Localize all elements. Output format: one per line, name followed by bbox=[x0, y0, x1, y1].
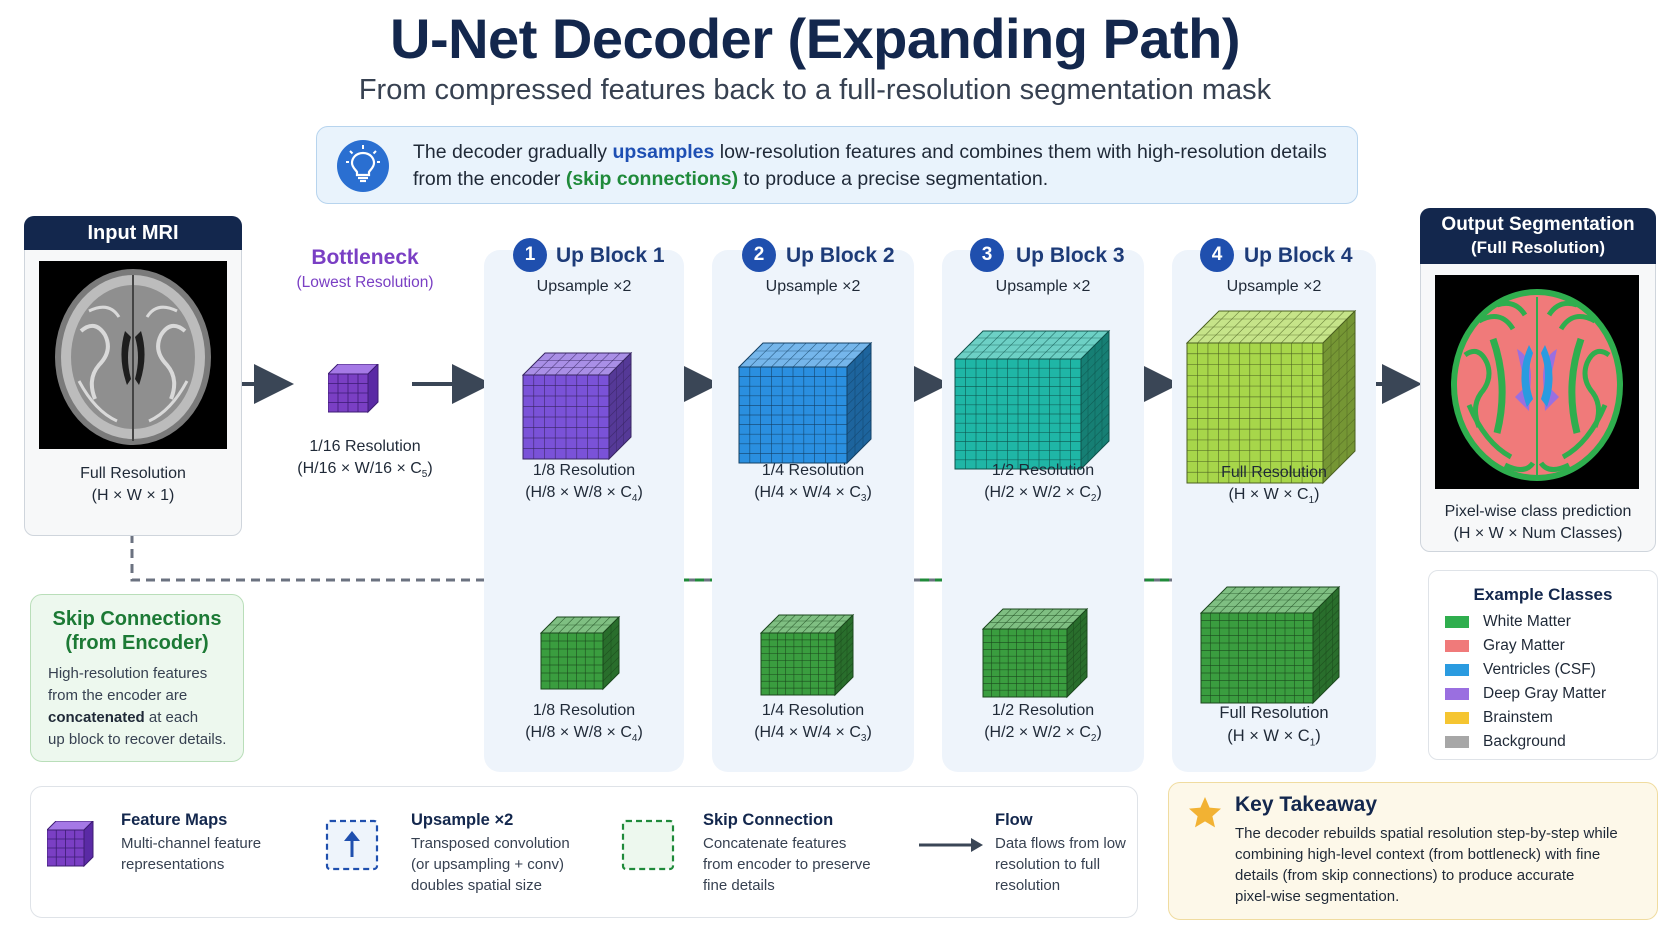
segmentation-image bbox=[1435, 275, 1639, 489]
bottleneck-subtitle: (Lowest Resolution) bbox=[296, 274, 434, 291]
info-callout: The decoder gradually upsamples low-reso… bbox=[316, 126, 1358, 204]
example-classes-legend: Example Classes White Matter Gray Matter… bbox=[1428, 570, 1658, 760]
class-item-background: Background bbox=[1445, 733, 1651, 757]
legend-upsample-desc: Transposed convolution(or upsampling + c… bbox=[411, 835, 570, 894]
skip-1-caption-2: (H/8 × W/8 × C4) bbox=[525, 724, 643, 745]
class-swatch bbox=[1445, 711, 1469, 724]
key-takeaway-box: Key Takeaway The decoder rebuilds spatia… bbox=[1168, 782, 1658, 920]
skip-1-caption-1: 1/8 Resolution bbox=[532, 702, 636, 719]
block-1-badge: 1 bbox=[513, 238, 547, 272]
bottleneck-caption-2: (H/16 × W/16 × C5) bbox=[297, 460, 433, 481]
input-mri-title: Input MRI bbox=[24, 216, 242, 250]
input-caption-2: (H × W × 1) bbox=[91, 487, 175, 504]
upsampled-cube-3 bbox=[953, 329, 1112, 477]
skip-title-1: Skip Connections bbox=[52, 608, 222, 630]
up-arrow-icon bbox=[325, 819, 379, 876]
class-item-brainstem: Brainstem bbox=[1445, 709, 1651, 733]
star-icon bbox=[1187, 795, 1223, 836]
skip-4-caption-2: (H × W × C1) bbox=[1227, 727, 1321, 749]
block-1-subtitle: Upsample ×2 bbox=[536, 278, 632, 295]
class-item-white-matter: White Matter bbox=[1445, 613, 1651, 637]
skip-cube-1 bbox=[539, 615, 622, 697]
class-swatch bbox=[1445, 639, 1469, 652]
skip-2-caption-2: (H/4 × W/4 × C3) bbox=[754, 724, 872, 745]
input-mri-card: Input MRI Full Resolution (H × W × 1) bbox=[24, 216, 242, 536]
lightbulb-icon bbox=[337, 140, 389, 192]
class-swatch bbox=[1445, 663, 1469, 676]
block-4-title: Up Block 4 bbox=[1244, 244, 1353, 267]
bottleneck-caption-1: 1/16 Resolution bbox=[309, 438, 421, 455]
class-swatch bbox=[1445, 735, 1469, 748]
output-card: Output Segmentation (Full Resolution) bbox=[1420, 208, 1656, 552]
block-1-caption-1: 1/8 Resolution bbox=[532, 462, 636, 479]
class-swatch bbox=[1445, 615, 1469, 628]
block-3-subtitle: Upsample ×2 bbox=[995, 278, 1091, 295]
class-item-gray-matter: Gray Matter bbox=[1445, 637, 1651, 661]
block-3-badge: 3 bbox=[970, 238, 1004, 272]
info-text: The decoder gradually upsamples low-reso… bbox=[413, 141, 1327, 190]
upsampled-cube-1 bbox=[521, 351, 634, 467]
skip-title-2: (from Encoder) bbox=[65, 632, 209, 654]
block-2-subtitle: Upsample ×2 bbox=[765, 278, 861, 295]
skip-3-caption-1: 1/2 Resolution bbox=[991, 702, 1095, 719]
skip-2-caption-1: 1/4 Resolution bbox=[761, 702, 865, 719]
block-1-caption-2: (H/8 × W/8 × C4) bbox=[525, 484, 643, 505]
skip-cube-3 bbox=[981, 607, 1090, 705]
output-title: Output Segmentation (Full Resolution) bbox=[1420, 208, 1656, 264]
class-item-deep-gray-matter: Deep Gray Matter bbox=[1445, 685, 1651, 709]
classes-title: Example Classes bbox=[1473, 585, 1613, 604]
legend-flow-title: Flow bbox=[995, 811, 1033, 829]
upsampled-cube-2 bbox=[737, 341, 874, 471]
skip-3-caption-2: (H/2 × W/2 × C2) bbox=[984, 724, 1102, 745]
block-3-caption-2: (H/2 × W/2 × C2) bbox=[984, 484, 1102, 505]
upsampled-cube-4 bbox=[1185, 309, 1358, 491]
skip-4-caption-1: Full Resolution bbox=[1219, 704, 1329, 722]
legend-feature-maps-title: Feature Maps bbox=[121, 811, 228, 829]
legend-skip-title: Skip Connection bbox=[703, 811, 834, 829]
right-arrow-icon bbox=[917, 835, 987, 860]
skip-cube-2 bbox=[759, 613, 856, 703]
block-4-caption-2: (H × W × C1) bbox=[1228, 486, 1320, 507]
dashed-box-icon bbox=[621, 819, 675, 876]
output-caption-2: (H × W × Num Classes) bbox=[1453, 525, 1623, 542]
block-4-subtitle: Upsample ×2 bbox=[1226, 278, 1322, 295]
class-swatch bbox=[1445, 687, 1469, 700]
block-2-caption-1: 1/4 Resolution bbox=[761, 462, 865, 479]
block-1-title: Up Block 1 bbox=[556, 244, 665, 267]
input-caption-1: Full Resolution bbox=[80, 465, 186, 482]
class-item-ventricles: Ventricles (CSF) bbox=[1445, 661, 1651, 685]
mri-image bbox=[39, 261, 227, 449]
takeaway-text: The decoder rebuilds spatial resolution … bbox=[1235, 825, 1618, 905]
skip-description: High-resolution features from the encode… bbox=[48, 665, 227, 748]
cube-icon bbox=[45, 819, 95, 872]
block-2-title: Up Block 2 bbox=[786, 244, 895, 267]
bottleneck-cube bbox=[326, 362, 380, 419]
block-3-caption-1: 1/2 Resolution bbox=[991, 462, 1095, 479]
legend-upsample-title: Upsample ×2 bbox=[411, 811, 514, 829]
block-4-caption-1: Full Resolution bbox=[1221, 464, 1327, 481]
block-4-badge: 4 bbox=[1200, 238, 1234, 272]
bottleneck-title: Bottleneck bbox=[311, 246, 419, 269]
skip-cube-4 bbox=[1199, 585, 1342, 711]
block-2-caption-2: (H/4 × W/4 × C3) bbox=[754, 484, 872, 505]
page-subtitle: From compressed features back to a full-… bbox=[358, 74, 1272, 106]
block-3-title: Up Block 3 bbox=[1016, 244, 1125, 267]
output-caption-1: Pixel-wise class prediction bbox=[1444, 503, 1632, 520]
page-title: U-Net Decoder (Expanding Path) bbox=[390, 7, 1240, 70]
classes-list: White Matter Gray Matter Ventricles (CSF… bbox=[1445, 613, 1651, 757]
skip-connections-card: Skip Connections (from Encoder) High-res… bbox=[30, 594, 244, 762]
takeaway-title: Key Takeaway bbox=[1235, 793, 1378, 816]
block-2-badge: 2 bbox=[742, 238, 776, 272]
